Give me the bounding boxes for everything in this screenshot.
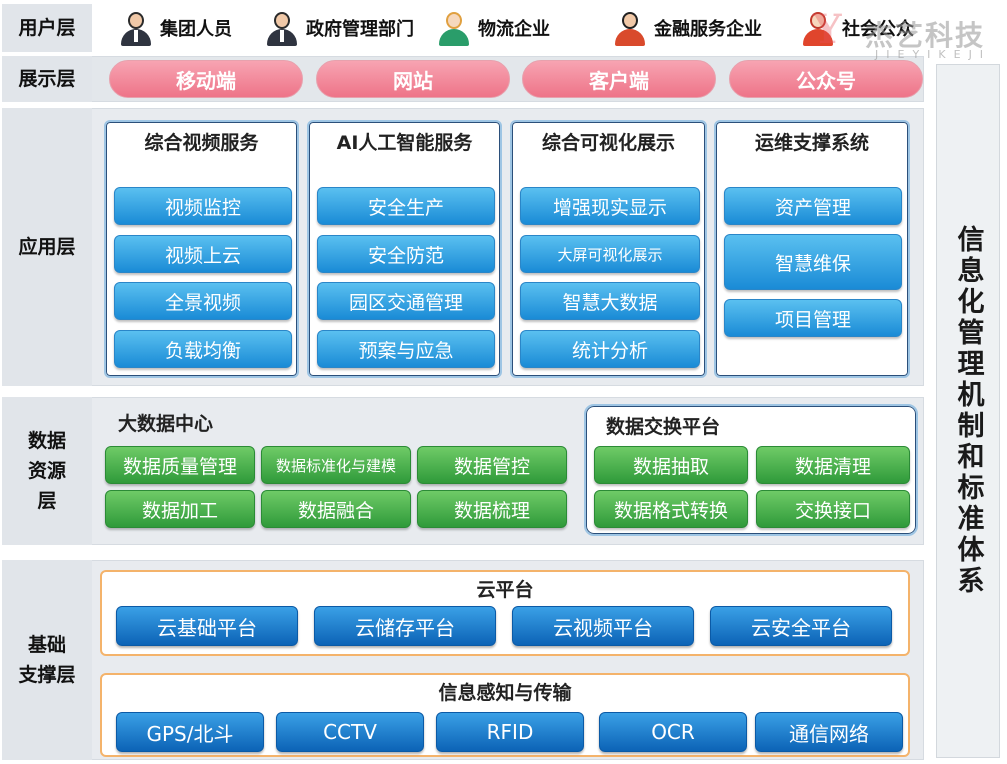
data-center-item: 数据加工: [105, 490, 255, 528]
app-item: 园区交通管理: [317, 282, 495, 320]
panel-title: 综合视频服务: [144, 132, 259, 154]
app-layer-label: 应用层: [2, 108, 92, 386]
display-layer-text: 展示层: [18, 68, 76, 90]
data-exchange-item: 交换接口: [756, 490, 910, 528]
cloud-title: 云平台: [476, 579, 534, 601]
app-item: 项目管理: [724, 299, 902, 337]
standards-system-banner: 信息化管理机制和标准体系: [936, 64, 1000, 758]
display-client: 客户端: [522, 60, 716, 98]
user-label: 集团人员: [160, 19, 232, 40]
app-item: 安全防范: [317, 235, 495, 273]
app-item: 视频上云: [114, 235, 292, 273]
user-group-staff: 集团人员: [118, 10, 232, 46]
app-panel-ops: 运维支撑系统 资产管理 智慧维保 项目管理: [714, 120, 910, 378]
standards-system-text: 信息化管理机制和标准体系: [952, 225, 984, 597]
data-center-item: 数据管控: [417, 446, 567, 484]
data-center-item: 数据质量管理: [105, 446, 255, 484]
app-item: 安全生产: [317, 187, 495, 225]
sensing-item: GPS/北斗: [116, 712, 264, 752]
user-government: 政府管理部门: [264, 10, 414, 46]
user-label: 物流企业: [478, 19, 550, 40]
user-label: 政府管理部门: [306, 19, 414, 40]
citizen-icon: [800, 10, 836, 46]
sensing-item: CCTV: [276, 712, 424, 752]
panel-title: 运维支撑系统: [754, 132, 869, 154]
cloud-item: 云视频平台: [512, 606, 694, 646]
data-center-item: 数据梳理: [417, 490, 567, 528]
cloud-item: 云安全平台: [710, 606, 892, 646]
sensing-box: 信息感知与传输 GPS/北斗 CCTV RFID OCR 通信网络: [100, 673, 910, 757]
infra-layer-text-2: 支撑层: [18, 664, 76, 686]
official-icon: [264, 10, 300, 46]
sensing-item: 通信网络: [755, 712, 903, 752]
app-panel-video: 综合视频服务 视频监控 视频上云 全景视频 负载均衡: [104, 120, 299, 378]
panel-title: 综合可视化展示: [541, 132, 675, 154]
sensing-item: OCR: [599, 712, 747, 752]
app-item: 统计分析: [520, 330, 700, 368]
data-exchange-item: 数据清理: [756, 446, 910, 484]
data-center-item: 数据融合: [261, 490, 411, 528]
display-mobile: 移动端: [109, 60, 303, 98]
app-item: 资产管理: [724, 187, 902, 225]
watermark-logo: Y: [813, 6, 842, 53]
data-center-title: 大数据中心: [118, 413, 214, 435]
cloud-platform-box: 云平台 云基础平台 云储存平台 云视频平台 云安全平台: [100, 570, 910, 656]
data-layer-label: 数据 资源 层: [2, 397, 92, 545]
data-exchange-item: 数据抽取: [594, 446, 748, 484]
app-item: 全景视频: [114, 282, 292, 320]
businessman-icon: [118, 10, 154, 46]
watermark-subtext: JIEYIKEJI: [875, 48, 992, 61]
app-panel-ai: AI人工智能服务 安全生产 安全防范 园区交通管理 预案与应急: [307, 120, 502, 378]
app-item: 负载均衡: [114, 330, 292, 368]
data-exchange-title: 数据交换平台: [606, 416, 721, 438]
display-website: 网站: [316, 60, 510, 98]
display-layer-label: 展示层: [2, 56, 92, 102]
infra-layer-label: 基础 支撑层: [2, 560, 92, 760]
user-label: 金融服务企业: [654, 19, 762, 40]
app-panel-visualization: 综合可视化展示 增强现实显示 大屏可视化展示 智慧大数据 统计分析: [510, 120, 707, 378]
user-layer-text: 用户层: [18, 17, 76, 39]
data-layer-text-3: 层: [37, 490, 57, 512]
app-layer-text: 应用层: [18, 236, 76, 258]
app-item: 智慧维保: [724, 234, 902, 290]
data-exchange-panel: 数据交换平台 数据抽取 数据清理 数据格式转换 交换接口: [584, 404, 918, 536]
data-layer-text-1: 数据: [27, 430, 66, 452]
data-layer-text-2: 资源: [27, 460, 66, 482]
user-logistics: 物流企业: [436, 10, 550, 46]
sensing-title: 信息感知与传输: [438, 682, 572, 704]
user-finance: 金融服务企业: [612, 10, 762, 46]
watermark-text: 杰艺科技: [865, 19, 986, 52]
user-public: 社会公众: [800, 10, 914, 46]
display-official-account: 公众号: [729, 60, 923, 98]
cloud-item: 云基础平台: [116, 606, 298, 646]
cloud-item: 云储存平台: [314, 606, 496, 646]
panel-title: AI人工智能服务: [336, 132, 473, 154]
female-staff-icon: [436, 10, 472, 46]
app-item: 大屏可视化展示: [520, 235, 700, 273]
user-label: 社会公众: [842, 19, 914, 40]
data-exchange-item: 数据格式转换: [594, 490, 748, 528]
data-center-item: 数据标准化与建模: [261, 446, 411, 484]
infra-layer-text-1: 基础: [27, 634, 66, 656]
app-item: 智慧大数据: [520, 282, 700, 320]
app-item: 预案与应急: [317, 330, 495, 368]
watermark: Y 杰艺科技 JIEYIKEJI: [805, 4, 1005, 64]
sensing-item: RFID: [436, 712, 584, 752]
user-layer-label: 用户层: [2, 4, 92, 52]
app-item: 视频监控: [114, 187, 292, 225]
businesswoman-icon: [612, 10, 648, 46]
app-item: 增强现实显示: [520, 187, 700, 225]
